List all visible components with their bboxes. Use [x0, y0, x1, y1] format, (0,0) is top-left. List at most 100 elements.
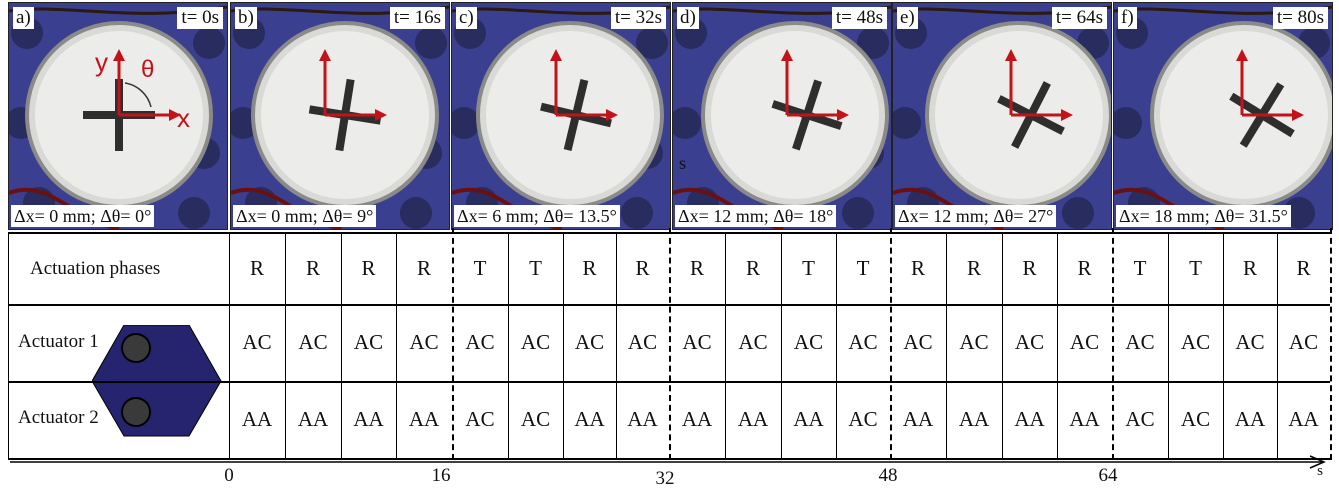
actuator-2-cell: AC: [452, 381, 508, 458]
actuator-2-cell: AC: [836, 381, 890, 458]
phase-cell: T: [836, 232, 890, 304]
actuator-2-cell: AC: [1168, 381, 1223, 458]
phase-cell: R: [229, 232, 285, 304]
actuator-1-cell: AC: [669, 304, 725, 381]
actuator-1-cell: AC: [725, 304, 781, 381]
grid-vline: [229, 232, 230, 459]
phase-cell: R: [1223, 232, 1277, 304]
plate-hole: [400, 197, 432, 229]
actuator-1-cell: AC: [563, 304, 616, 381]
plate-hole: [621, 197, 653, 229]
dish-image: [1114, 3, 1332, 229]
time-label: t= 48s: [832, 7, 887, 29]
dish-image: [452, 3, 670, 229]
grid-vline: [1277, 232, 1278, 459]
grid-vline: [1057, 232, 1058, 459]
phase-cell: R: [890, 232, 946, 304]
actuator-2-label: Actuator 2: [18, 406, 99, 430]
actuator-1-cell: AC: [1002, 304, 1057, 381]
grid-vline: [8, 232, 9, 459]
actuator-2-cell: AA: [669, 381, 725, 458]
actuator-2-cell: AC: [1112, 381, 1168, 458]
grid-vline: [341, 232, 342, 459]
y-axis-label: y: [95, 47, 108, 77]
delta-label: Δx= 0 mm; Δθ= 0°: [11, 205, 154, 227]
actuator-1-cell: AC: [452, 304, 508, 381]
axis-tick-label: 32: [656, 468, 675, 490]
actuator-1-cell: AC: [781, 304, 836, 381]
delta-label: Δx= 0 mm; Δθ= 9°: [233, 205, 376, 227]
actuator-1-cell: AC: [1057, 304, 1112, 381]
grid-vline: [508, 232, 509, 459]
delta-label: Δx= 6 mm; Δθ= 13.5°: [454, 205, 620, 227]
panel-label: f): [1118, 7, 1137, 29]
phase-divider: [1112, 228, 1114, 460]
dish-image: yxθ: [9, 3, 227, 229]
actuator-2-cell: AA: [341, 381, 396, 458]
phase-cell: R: [285, 232, 341, 304]
actuator-1-cell: AC: [946, 304, 1002, 381]
grid-vline: [285, 232, 286, 459]
grid-vline: [1223, 232, 1224, 459]
axis-tick-label: 64: [1099, 465, 1118, 487]
actuator-1-cell: AC: [890, 304, 946, 381]
actuator-1-cell: AC: [1168, 304, 1223, 381]
phase-row-label: Actuation phases: [30, 252, 160, 286]
actuator-2-cell: AA: [890, 381, 946, 458]
actuator-2-cell: AA: [616, 381, 669, 458]
time-label: t= 32s: [611, 7, 666, 29]
plate-hole: [193, 27, 225, 59]
actuator-1-cell: AC: [616, 304, 669, 381]
time-label: t= 64s: [1052, 7, 1107, 29]
grid-vline: [563, 232, 564, 459]
actuator-2-cell: AA: [1002, 381, 1057, 458]
actuator-1-cell: AC: [1277, 304, 1330, 381]
axis-unit: s: [1317, 463, 1323, 480]
grid-vline: [946, 232, 947, 459]
actuator-2-cell: AA: [781, 381, 836, 458]
actuator-2-cell: AA: [396, 381, 452, 458]
x-axis-label: x: [177, 103, 190, 133]
actuator-2-cell: AA: [229, 381, 285, 458]
phase-cell: T: [508, 232, 563, 304]
actuator-2-cell: AA: [1057, 381, 1112, 458]
time-label: t= 80s: [1273, 7, 1328, 29]
plate-hole: [1062, 197, 1094, 229]
dish-image: [893, 3, 1111, 229]
phase-divider: [452, 228, 454, 460]
actuator-1-cell: AC: [508, 304, 563, 381]
actuator-2-cell: AA: [725, 381, 781, 458]
time-label: t= 16s: [390, 7, 445, 29]
phase-cell: T: [781, 232, 836, 304]
panel-label: e): [897, 7, 918, 29]
actuator-2-cell: AA: [285, 381, 341, 458]
plate-hole: [842, 197, 874, 229]
axis-tick-label: 16: [432, 465, 451, 487]
panel-label: d): [677, 7, 699, 29]
actuator-2-cell: AA: [1277, 381, 1330, 458]
actuator-2-cell: AA: [946, 381, 1002, 458]
actuator-2-cell: AA: [563, 381, 616, 458]
actuator-1-cell: AC: [396, 304, 452, 381]
grid-vline: [836, 232, 837, 459]
grid-vline: [616, 232, 617, 459]
phase-cell: R: [725, 232, 781, 304]
phase-cell: R: [563, 232, 616, 304]
phase-cell: T: [452, 232, 508, 304]
dish-image: [673, 3, 891, 229]
phase-divider: [669, 228, 671, 460]
photo-panel: d)t= 48sΔx= 12 mm; Δθ= 18°s: [672, 2, 892, 230]
plate-hole: [452, 107, 480, 139]
phase-cell: R: [616, 232, 669, 304]
phase-cell: R: [396, 232, 452, 304]
plate-hole: [415, 27, 447, 59]
phase-cell: R: [1277, 232, 1330, 304]
grid-vline: [725, 232, 726, 459]
grid-vline: [781, 232, 782, 459]
panel-label: a): [13, 7, 34, 29]
actuator-1-cell: AC: [341, 304, 396, 381]
plate-hole: [893, 107, 921, 139]
